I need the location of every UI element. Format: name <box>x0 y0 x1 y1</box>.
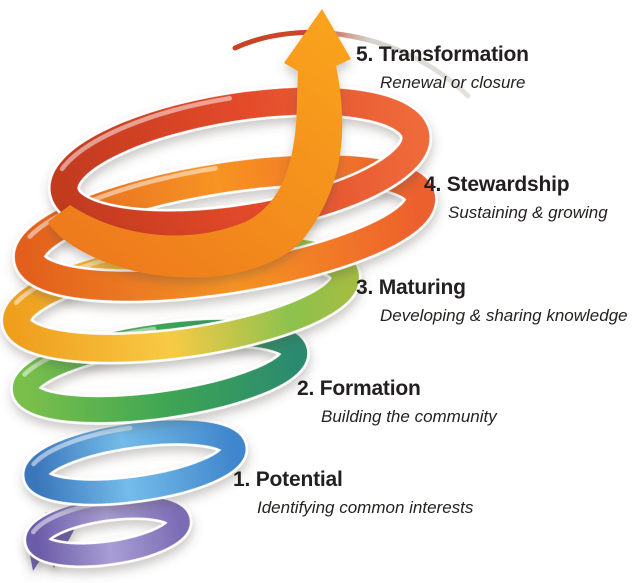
stage-title: 4. Stewardship <box>424 173 570 196</box>
stage-label-formation: 2. Formation Building the community <box>297 377 497 427</box>
stage-subtitle: Building the community <box>321 407 497 426</box>
stage-subtitle: Sustaining & growing <box>448 203 608 222</box>
stage-title: 5. Transformation <box>356 43 529 66</box>
stage-label-potential: 1. Potential Identifying common interest… <box>233 468 473 518</box>
spiral-band-red <box>48 85 432 241</box>
stage-subtitle: Identifying common interests <box>257 498 474 517</box>
stage-label-stewardship: 4. Stewardship Sustaining & growing <box>424 173 608 223</box>
back-rim-arc <box>232 29 471 99</box>
spiral-band-blue <box>21 417 249 507</box>
stage-subtitle: Developing & sharing knowledge <box>380 306 628 325</box>
stage-title: 3. Maturing <box>356 276 466 299</box>
stage-title: 1. Potential <box>233 468 343 491</box>
spiral-band-orange <box>12 152 438 304</box>
spiral-band-purple <box>23 494 193 568</box>
stage-title: 2. Formation <box>297 377 421 400</box>
spiral-arrow <box>48 9 351 278</box>
stage-subtitle: Renewal or closure <box>380 73 526 92</box>
stage-label-transformation: 5. Transformation Renewal or closure <box>356 43 529 93</box>
stage-label-maturing: 3. Maturing Developing & sharing knowled… <box>356 276 628 326</box>
